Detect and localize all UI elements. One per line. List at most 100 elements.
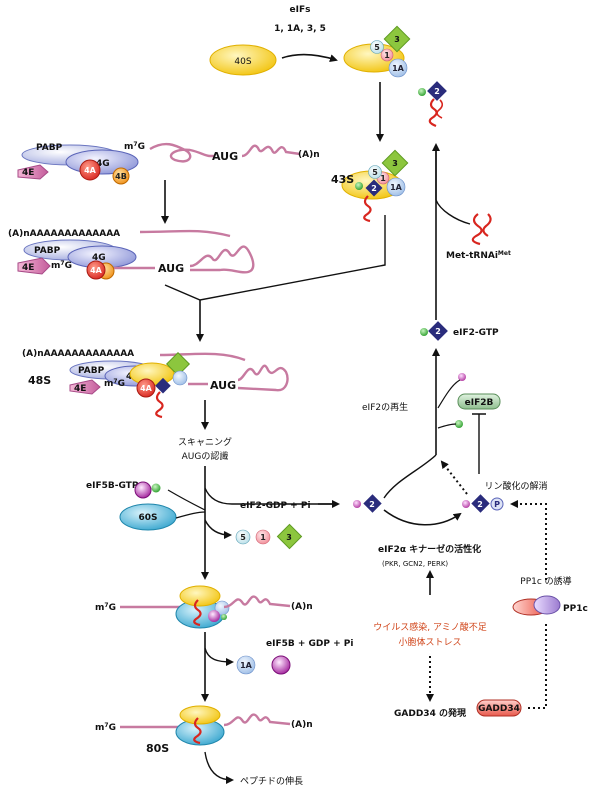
met-trna-label: Met-tRNAiMet: [446, 250, 511, 261]
scanning-label: スキャニング: [178, 436, 232, 448]
merge-lines: [164, 215, 386, 301]
svg-text:3: 3: [392, 159, 398, 168]
polya-label-1: (A)n: [298, 150, 320, 160]
svg-text:PABP: PABP: [34, 246, 61, 256]
svg-text:1: 1: [260, 533, 266, 542]
dotted-pp1c-to-eif2p: [510, 500, 547, 580]
gadd34: GADD34: [476, 699, 522, 717]
svg-text:4A: 4A: [90, 266, 103, 275]
gadd34-expression-label: GADD34 の発現: [394, 707, 466, 719]
ribosome-40s-label: 40S: [234, 57, 251, 67]
pp1c: [512, 595, 561, 616]
trna-top: [428, 98, 438, 128]
arrow-to-elongation: [204, 751, 234, 784]
pp1c-induction-label: PP1c の誘導: [520, 575, 571, 587]
aug-label-3: AUG: [210, 379, 236, 392]
line-gdp-to-regen: [383, 454, 437, 499]
svg-text:1: 1: [384, 51, 390, 60]
complex-40s-eifs: 1A 1 5 3: [343, 25, 411, 78]
eif2b-inhibition: [472, 413, 486, 474]
polya-label-2: (A)n: [291, 602, 313, 612]
polya-long-label-2: (A)nAAAAAAAAAAAAA: [22, 349, 134, 359]
svg-text:2: 2: [435, 327, 441, 336]
svg-text:4A: 4A: [140, 384, 153, 393]
cap-label-1: m7G: [124, 141, 145, 152]
stress-label-2: 小胞体ストレス: [398, 636, 461, 648]
svg-text:5: 5: [372, 168, 378, 177]
dotted-gadd34-to-pp1c: [528, 622, 547, 709]
svg-text:5: 5: [374, 43, 380, 52]
svg-text:2: 2: [371, 184, 377, 193]
svg-text:4E: 4E: [22, 263, 34, 273]
branch-eif5b-release: [204, 647, 234, 666]
svg-text:3: 3: [286, 533, 292, 542]
eif2-gdp: 2: [353, 494, 382, 513]
kinase-activation-label: eIF2α キナーゼの活性化: [378, 543, 481, 555]
svg-text:4G: 4G: [96, 159, 110, 169]
eif2-regeneration-label: eIF2の再生: [362, 401, 408, 413]
eif5b-gtp: [134, 481, 161, 499]
trna-join-line: [435, 145, 471, 225]
eif5b-gdp-pi-label: eIF5B + GDP + Pi: [266, 639, 353, 649]
svg-text:1A: 1A: [390, 183, 403, 192]
complex-43s-label: 43S: [331, 173, 354, 186]
branch-factor-release: [204, 519, 232, 539]
ribosome-60s: 60S: [119, 503, 177, 531]
eif2-phosphorylated: 2 P: [462, 494, 504, 513]
eifs-label: eIFs: [290, 5, 311, 15]
dephosphorylation-label: リン酸化の解消: [484, 480, 547, 492]
svg-text:m7G: m7G: [95, 602, 116, 613]
peptide-elongation-label: ペプチドの伸長: [240, 775, 303, 787]
ternary-complex-top: 2: [418, 81, 447, 128]
svg-text:1: 1: [380, 174, 386, 183]
aug-label-2: AUG: [158, 262, 184, 275]
eif2-gtp-label: eIF2-GTP: [453, 328, 499, 338]
met-trna: [471, 213, 492, 246]
polya-label-3: (A)n: [291, 720, 313, 730]
eif5b-gtp-label: eIF5B-GTP: [86, 481, 139, 491]
svg-text:2: 2: [477, 500, 483, 509]
svg-text:4E: 4E: [22, 168, 34, 178]
aug-recognition-label: AUGの認識: [182, 450, 229, 462]
svg-text:1A: 1A: [392, 64, 405, 73]
svg-text:4E: 4E: [74, 384, 86, 394]
complex-48s-label: 48S: [28, 374, 51, 387]
svg-text:eIF2B: eIF2B: [465, 398, 494, 408]
svg-text:2: 2: [434, 87, 440, 96]
ribosome-80s: m7G: [95, 705, 291, 746]
ribosome-40s-free: 40S: [209, 44, 277, 76]
eifs-list-label: 1, 1A, 3, 5: [274, 24, 326, 34]
cap-binding-complex: PABP 4G 4E 4A 4B: [17, 143, 139, 185]
pp1c-label: PP1c: [563, 604, 588, 614]
ribosome-80s-initiation: m7G: [95, 585, 291, 629]
arrow-40s-to-complex: [281, 53, 338, 63]
released-factors: 5 1 3: [235, 523, 303, 550]
stress-label-1: ウイルス感染, アミノ酸不足: [373, 621, 487, 633]
svg-text:4G: 4G: [92, 253, 106, 263]
eif2-gdp-pi-label: eIF2-GDP + Pi: [240, 501, 311, 511]
released-eif1a-eif5b: 1A: [236, 655, 291, 675]
svg-text:m7G: m7G: [95, 722, 116, 733]
ribosome-80s-label: 80S: [146, 742, 169, 755]
arrow-phosphorylation: [383, 509, 462, 526]
svg-text:60S: 60S: [138, 513, 157, 523]
gdp-dot: [458, 373, 466, 381]
eif2-gtp: 2: [420, 321, 448, 341]
branch-eif2-gdp: [204, 487, 336, 505]
complex-48s: PABP 4G 4E 4A m7G: [69, 351, 289, 419]
svg-text:3: 3: [394, 35, 400, 44]
kinases-label: (PKR, GCN2, PERK): [382, 560, 448, 568]
svg-text:2: 2: [369, 500, 375, 509]
dotted-return: [440, 460, 468, 495]
svg-text:m7G: m7G: [104, 378, 125, 389]
svg-text:m7G: m7G: [51, 260, 72, 271]
svg-text:4A: 4A: [84, 166, 97, 175]
eif2b-box: eIF2B: [457, 393, 501, 410]
svg-text:GADD34: GADD34: [478, 704, 520, 714]
svg-text:1A: 1A: [240, 661, 253, 670]
gtp-dot: [455, 420, 463, 428]
aug-label-1: AUG: [212, 150, 238, 163]
complex-43s: 1A 1 5 3 2: [341, 149, 409, 223]
join-eif5b: [167, 489, 206, 511]
